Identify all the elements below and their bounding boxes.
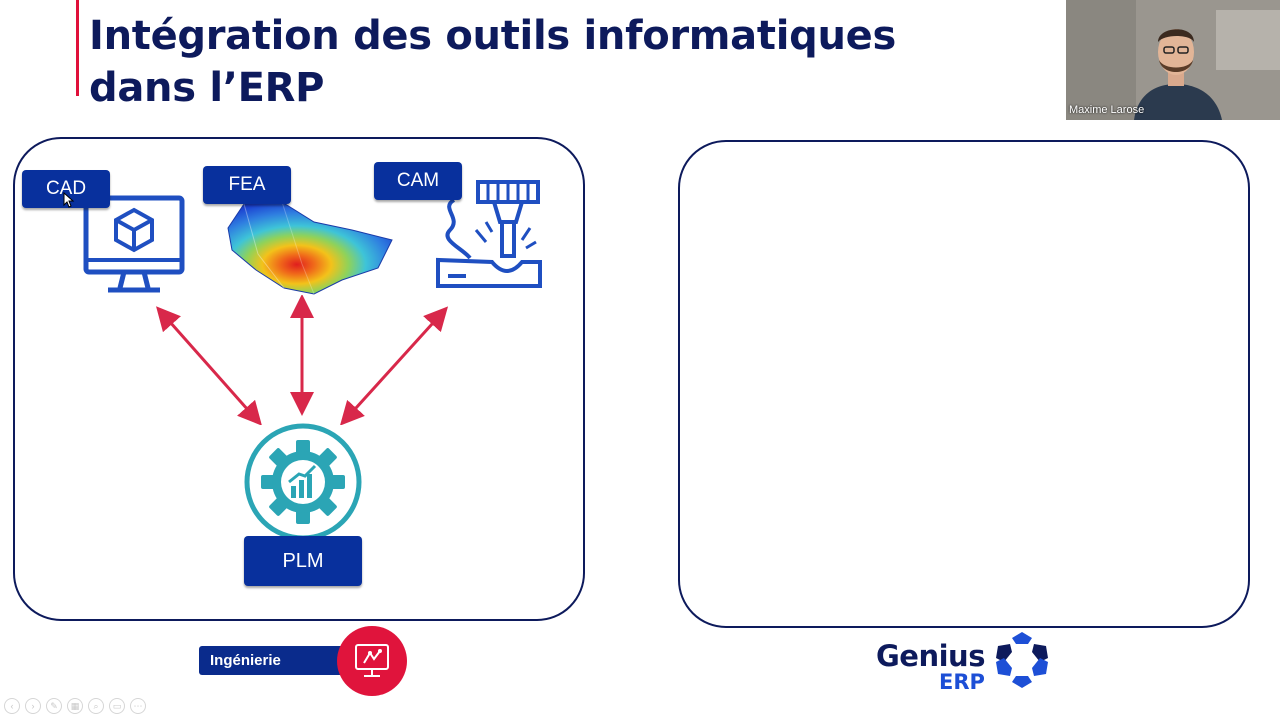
logo-name: Genius — [876, 639, 985, 673]
next-slide-icon[interactable]: › — [25, 698, 41, 714]
pen-icon[interactable]: ✎ — [46, 698, 62, 714]
fea-tag[interactable]: FEA — [203, 166, 291, 204]
plm-tag[interactable]: PLM — [244, 536, 362, 586]
subtitles-icon[interactable]: ▭ — [109, 698, 125, 714]
slide-title-line-1: Intégration des outils informatiques — [89, 13, 896, 59]
logo-sub: ERP — [939, 670, 985, 694]
cnc-milling-icon — [436, 180, 542, 288]
gear-chart-icon — [244, 423, 362, 541]
cam-plm-arrow — [339, 306, 449, 425]
cam-tag[interactable]: CAM — [374, 162, 462, 200]
monitor-cube-icon — [83, 195, 185, 293]
empty-panel — [678, 140, 1250, 628]
participant-avatar — [1066, 0, 1280, 120]
previous-slide-icon[interactable]: ‹ — [4, 698, 20, 714]
participant-video[interactable]: Maxime Larose — [1066, 0, 1280, 120]
section-label: Ingénierie — [199, 646, 359, 675]
participant-name: Maxime Larose — [1069, 104, 1145, 116]
design-monitor-icon — [337, 626, 407, 696]
mouse-cursor-icon — [63, 192, 75, 208]
title-accent-bar — [76, 0, 79, 96]
cad-plm-arrow — [156, 306, 262, 425]
slide-title: Intégration des outils informatiques dan… — [89, 10, 896, 114]
presentation-toolbar: ‹ › ✎ ▦ ⌕ ▭ ⋯ — [4, 698, 146, 714]
fea-heatmap-icon — [227, 201, 393, 295]
genius-logo-icon — [996, 632, 1048, 688]
slide-title-line-2: dans l’ERP — [89, 65, 325, 111]
more-options-icon[interactable]: ⋯ — [130, 698, 146, 714]
slides-grid-icon[interactable]: ▦ — [67, 698, 83, 714]
connection-arrows — [156, 295, 449, 425]
zoom-icon[interactable]: ⌕ — [88, 698, 104, 714]
